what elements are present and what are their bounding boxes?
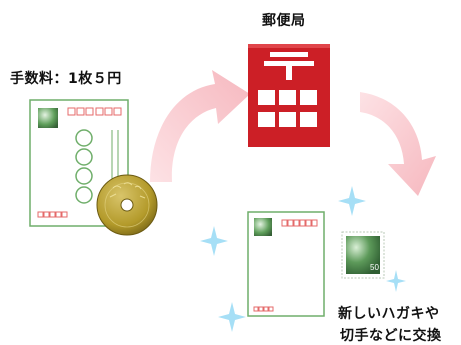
post-office-label: 郵便局 — [262, 13, 306, 29]
post-office-icon — [248, 44, 330, 147]
result-label-line1: 新しいハガキや — [338, 306, 440, 322]
sparkle-icon — [338, 186, 366, 216]
fee-label: 手数料：1枚５円 — [10, 71, 122, 87]
arrow-to-post-office-icon — [150, 70, 250, 182]
arrow-from-post-office-icon — [360, 92, 436, 196]
stamp-value: 50 — [370, 263, 379, 272]
result-label-line2: 切手などに交換 — [340, 328, 442, 344]
five-yen-coin-icon — [96, 174, 158, 236]
sparkle-icon — [218, 302, 246, 332]
new-postcard-icon — [247, 211, 325, 317]
stamp-icon: 50 — [341, 231, 385, 279]
sparkle-icon — [200, 226, 228, 256]
old-postcard-icon — [29, 99, 129, 227]
sparkle-icon — [386, 270, 406, 292]
